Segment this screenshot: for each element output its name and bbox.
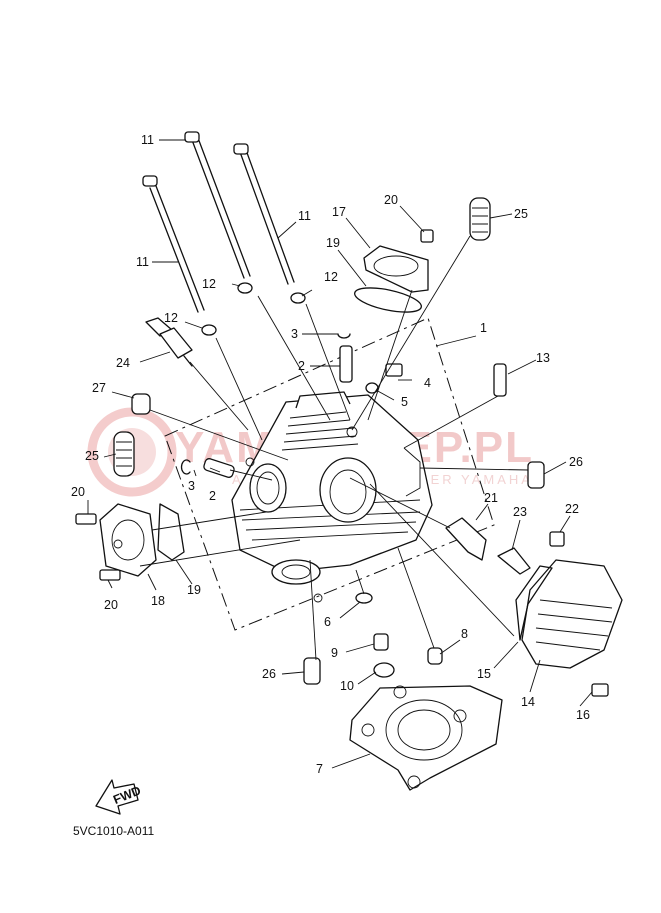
dowel-25-upper (469, 197, 491, 241)
callout-4: 4 (424, 376, 431, 390)
callout-2: 2 (209, 489, 216, 503)
callout-6: 6 (324, 615, 331, 629)
callout-23: 23 (513, 505, 527, 519)
bolt-13 (493, 363, 507, 397)
stud-bolt-1 (191, 139, 245, 279)
callout-14: 14 (521, 695, 535, 709)
spark-plug (145, 317, 193, 367)
valve-guide-lower (203, 458, 235, 478)
callout-12: 12 (202, 277, 216, 291)
head-cover-14 (521, 559, 623, 669)
callout-20: 20 (104, 598, 118, 612)
dowel-8 (427, 647, 443, 665)
callout-11: 11 (136, 255, 149, 269)
callout-11: 11 (298, 209, 311, 223)
callout-9: 9 (331, 646, 338, 660)
callout-7: 7 (316, 762, 323, 776)
head-gasket-7 (349, 685, 503, 791)
callout-19: 19 (326, 236, 340, 250)
callout-20: 20 (384, 193, 398, 207)
callout-25: 25 (85, 449, 99, 463)
washer-5 (365, 382, 379, 394)
side-cover-18 (99, 503, 157, 577)
clip-lower (180, 459, 191, 475)
callout-12: 12 (164, 311, 178, 325)
stud-bolts (142, 131, 295, 313)
bolt-20-left-a (75, 513, 97, 525)
callout-26: 26 (569, 455, 583, 469)
gasket-19-left (157, 503, 185, 561)
cap-26-bottom (303, 657, 321, 685)
callout-22: 22 (565, 502, 579, 516)
washer-12b (290, 292, 306, 304)
gasket-15 (515, 565, 553, 641)
dowel-25-left (113, 431, 135, 477)
cap-27 (131, 393, 151, 415)
bracket-21 (445, 517, 487, 561)
callout-2: 2 (298, 359, 305, 373)
o-ring-19-upper (354, 287, 422, 313)
seal-6 (355, 592, 373, 604)
callout-27: 27 (92, 381, 106, 395)
bolt-22 (549, 531, 565, 547)
callout-3: 3 (188, 479, 195, 493)
washer-12c (201, 324, 217, 336)
callout-3: 3 (291, 327, 298, 341)
cap-26-right (527, 461, 545, 489)
callout-21: 21 (484, 491, 498, 505)
part-9 (373, 633, 389, 651)
bolt-16 (591, 683, 609, 697)
tappet-cover-17 (363, 245, 429, 293)
callout-5: 5 (401, 395, 408, 409)
callout-19: 19 (187, 583, 201, 597)
callout-11: 11 (141, 133, 154, 147)
bolt-20-upper (420, 229, 434, 243)
washer-12a (237, 282, 253, 294)
bracket-23 (497, 547, 531, 575)
callout-16: 16 (576, 708, 590, 722)
callout-1: 1 (480, 321, 487, 335)
callout-15: 15 (477, 667, 491, 681)
callout-8: 8 (461, 627, 468, 641)
callout-25: 25 (514, 207, 528, 221)
watermark-logo-icon (87, 407, 177, 497)
leader-lines (87, 139, 593, 769)
callout-18: 18 (151, 594, 165, 608)
clip-upper (337, 333, 351, 339)
callout-10: 10 (340, 679, 354, 693)
callout-26: 26 (262, 667, 276, 681)
callout-20: 20 (71, 485, 85, 499)
callout-13: 13 (536, 351, 550, 365)
washer-10 (373, 662, 395, 678)
callout-17: 17 (332, 205, 346, 219)
bolt-20-left-b (99, 569, 121, 581)
diagram-code: 5VC1010-A011 (73, 824, 154, 838)
callout-12: 12 (324, 270, 338, 284)
valve-guide-upper (339, 345, 353, 383)
cylinder-head (231, 391, 433, 603)
callout-labels: 1 2 2 3 3 4 5 6 7 8 9 10 11 11 11 12 12 … (71, 133, 590, 776)
callout-24: 24 (116, 356, 130, 370)
fwd-arrow-icon: FWD (95, 779, 143, 815)
